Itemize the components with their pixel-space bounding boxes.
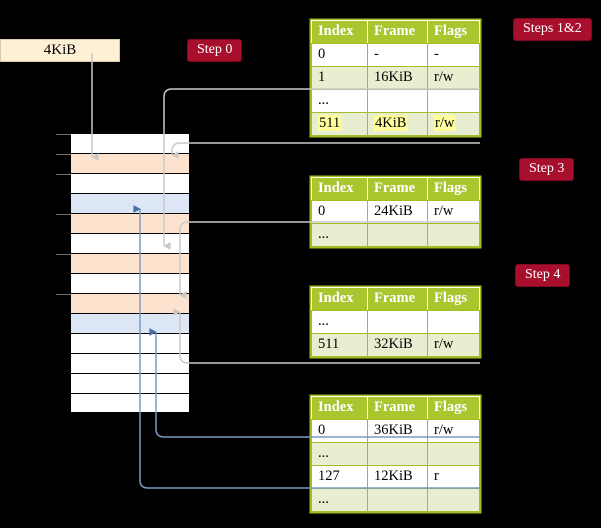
table-row: 1 16KiB r/w: [311, 66, 480, 90]
cell-frame: 12KiB: [367, 465, 428, 489]
memory-frame-row: [56, 153, 190, 173]
table-row: 127 12KiB r: [311, 465, 480, 489]
cell-flags: r/w: [427, 419, 480, 443]
table-row: ...: [311, 310, 480, 334]
column-header-index: Index: [311, 287, 368, 311]
table-row: ...: [311, 488, 480, 512]
cell-frame: [367, 442, 428, 466]
column-header-frame: Frame: [367, 287, 428, 311]
step-badge-step-4: Step 4: [516, 265, 570, 287]
frame-tick-mark: [56, 174, 71, 175]
cell-frame: 4KiB: [367, 112, 428, 136]
frame-tick-mark: [56, 294, 71, 295]
cell-index: 0: [311, 419, 368, 443]
page-table-level-1: Index Frame Flags 0 - - 1 16KiB r/w ... …: [311, 20, 480, 136]
frame-tick-mark: [56, 214, 71, 215]
cell-index: ...: [311, 223, 368, 247]
memory-frame-row: [56, 253, 190, 273]
table-row: 511 32KiB r/w: [311, 333, 480, 357]
memory-frame-row: [56, 213, 190, 233]
column-header-flags: Flags: [427, 177, 480, 201]
frame-tick-mark: [56, 254, 71, 255]
cell-frame: [367, 223, 428, 247]
cell-index: 1: [311, 66, 368, 90]
column-header-index: Index: [311, 177, 368, 201]
cell-index: ...: [311, 310, 368, 334]
cell-frame: [367, 310, 428, 334]
table-header-row: Index Frame Flags: [311, 177, 480, 201]
memory-frame-row: [70, 273, 190, 293]
memory-frame-row: [70, 333, 190, 353]
step-badge-step-3: Step 3: [520, 159, 574, 181]
table-row: ...: [311, 442, 480, 466]
page-table-level-4: Index Frame Flags 0 36KiB r/w ... 127 12…: [311, 396, 480, 512]
cell-frame: [367, 488, 428, 512]
cell-frame: [367, 89, 428, 113]
cell-index: ...: [311, 442, 368, 466]
cell-index: 0: [311, 43, 368, 67]
source-frame-box: 4KiB: [0, 39, 120, 62]
wire-step-1-2-b: [171, 142, 480, 159]
cell-frame: 32KiB: [367, 333, 428, 357]
cell-frame: 24KiB: [367, 200, 428, 224]
cell-flags: [427, 310, 480, 334]
step-badge-step-0: Step 0: [188, 40, 242, 62]
cell-index: ...: [311, 89, 368, 113]
frame-tick-mark: [56, 134, 71, 135]
page-table-level-3: Index Frame Flags ... 511 32KiB r/w: [311, 287, 480, 357]
cell-flags: r/w: [427, 333, 480, 357]
memory-frame-row: [70, 353, 190, 373]
step-badge-steps-1-2: Steps 1&2: [514, 19, 591, 41]
cell-index: ...: [311, 488, 368, 512]
memory-frame-row: [56, 293, 190, 313]
table-row: 0 24KiB r/w: [311, 200, 480, 224]
page-table-level-2: Index Frame Flags 0 24KiB r/w ...: [311, 177, 480, 247]
cell-frame: 16KiB: [367, 66, 428, 90]
memory-frame-row: [70, 373, 190, 393]
table-header-row: Index Frame Flags: [311, 396, 480, 420]
cell-flags: [427, 223, 480, 247]
cell-frame: -: [367, 43, 428, 67]
column-header-flags: Flags: [427, 287, 480, 311]
cell-flags: -: [427, 43, 480, 67]
column-header-flags: Flags: [427, 20, 480, 44]
cell-index: 0: [311, 200, 368, 224]
cell-frame-text: 4KiB: [374, 115, 408, 131]
table-header-row: Index Frame Flags: [311, 287, 480, 311]
column-header-flags: Flags: [427, 396, 480, 420]
cell-flags: r/w: [427, 66, 480, 90]
memory-frame-row: [70, 393, 190, 413]
memory-frame-row: [70, 313, 190, 333]
cell-index: 127: [311, 465, 368, 489]
frame-tick-mark: [56, 154, 71, 155]
cell-flags: r/w: [427, 112, 480, 136]
cell-flags: [427, 488, 480, 512]
cell-index: 511: [311, 333, 368, 357]
cell-index: 511: [311, 112, 368, 136]
column-header-frame: Frame: [367, 20, 428, 44]
memory-frame-row: [70, 193, 190, 213]
physical-memory-column: [56, 133, 190, 415]
column-header-index: Index: [311, 20, 368, 44]
cell-flags: [427, 89, 480, 113]
table-row: 0 36KiB r/w: [311, 419, 480, 443]
memory-frame-row: [56, 133, 190, 153]
cell-flags: [427, 442, 480, 466]
column-header-frame: Frame: [367, 396, 428, 420]
memory-frame-row: [56, 173, 190, 193]
memory-frame-row: [70, 233, 190, 253]
cell-flags: r: [427, 465, 480, 489]
column-header-frame: Frame: [367, 177, 428, 201]
column-header-index: Index: [311, 396, 368, 420]
cell-flags: r/w: [427, 200, 480, 224]
cell-index-text: 511: [318, 115, 342, 131]
cell-flags-text: r/w: [434, 115, 456, 131]
cell-frame: 36KiB: [367, 419, 428, 443]
table-row: ...: [311, 89, 480, 113]
table-header-row: Index Frame Flags: [311, 20, 480, 44]
table-row: 0 - -: [311, 43, 480, 67]
table-row-highlighted: 511 4KiB r/w: [311, 112, 480, 136]
table-row: ...: [311, 223, 480, 247]
